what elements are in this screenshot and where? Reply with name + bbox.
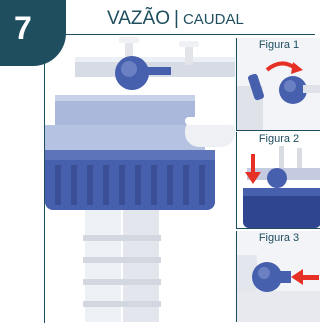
header-separator: |	[174, 8, 179, 29]
figure-1-panel: Figura 1	[236, 38, 320, 131]
left-arrow-icon	[301, 275, 319, 280]
header-title: VAZÃO	[107, 8, 170, 29]
step-number: 7	[14, 10, 32, 46]
content-frame	[44, 34, 315, 323]
section-header: VAZÃO|CAUDAL	[107, 8, 244, 30]
figure-3-panel: Figura 3	[236, 231, 320, 322]
header-subtitle: CAUDAL	[182, 11, 244, 28]
figure-2-caption: Figura 2	[258, 133, 300, 145]
figure-2-image	[237, 132, 320, 228]
figure-2-panel: Figura 2	[236, 132, 320, 229]
figure-1-image	[237, 38, 320, 130]
figure-3-image	[237, 231, 320, 322]
figure-3-caption: Figura 3	[258, 232, 300, 244]
step-badge: 7	[0, 0, 66, 66]
valve-illustration	[45, 35, 235, 322]
figure-1-caption: Figura 1	[258, 39, 300, 51]
down-arrow-icon	[251, 154, 255, 174]
